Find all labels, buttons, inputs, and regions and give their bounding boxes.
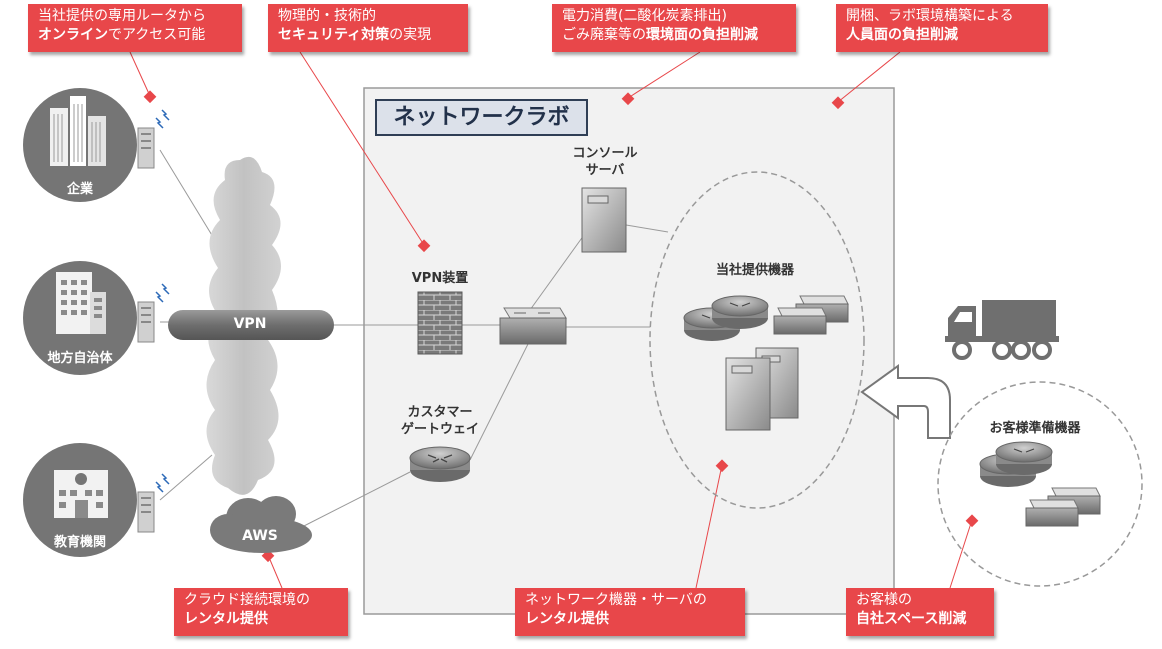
delivery-arrow-icon bbox=[860, 364, 951, 439]
callout-labor-bold: 人員面の負担削減 bbox=[846, 27, 958, 43]
company-label: 企業 bbox=[66, 182, 93, 197]
callout-rental: ネットワーク機器・サーバの レンタル提供 bbox=[515, 588, 745, 636]
customer-equipment-group bbox=[937, 381, 1143, 587]
customer-gateway-label-line1: カスタマー bbox=[407, 405, 473, 420]
callout-environment-line2: ごみ廃棄等の環境面の負担削減 bbox=[562, 26, 796, 45]
customer-gateway-router-icon bbox=[409, 446, 471, 482]
customer-gateway-label-line2: ゲートウェイ bbox=[400, 422, 479, 437]
callout-online-access-rest: でアクセス可能 bbox=[108, 27, 206, 43]
callout-security: 物理的・技術的 セキュリティ対策の実現 bbox=[268, 4, 468, 52]
callout-cloud: クラウド接続環境の レンタル提供 bbox=[174, 588, 348, 636]
callout-online-access-line2: オンラインでアクセス可能 bbox=[38, 26, 242, 45]
callout-security-line2: セキュリティ対策の実現 bbox=[278, 26, 468, 45]
vpn-label: VPN bbox=[233, 316, 267, 332]
education-icon bbox=[23, 443, 137, 557]
callout-security-line1: 物理的・技術的 bbox=[278, 8, 376, 24]
provided-server-icons bbox=[725, 347, 799, 431]
vpn-device-firewall-icon bbox=[417, 291, 463, 355]
callout-rental-bold: レンタル提供 bbox=[525, 611, 609, 627]
callout-cloud-line1: クラウド接続環境の bbox=[184, 592, 310, 608]
provided-switch-icons bbox=[773, 295, 849, 335]
callout-environment-pre: ごみ廃棄等の bbox=[562, 27, 646, 43]
education-label: 教育機関 bbox=[53, 535, 106, 550]
callout-environment-bold: 環境面の負担削減 bbox=[646, 27, 758, 43]
site-router-icons bbox=[137, 109, 170, 533]
console-server-label: コンソール サーバ bbox=[555, 145, 655, 179]
callout-rental-line2: レンタル提供 bbox=[525, 610, 745, 629]
core-switch-icon bbox=[499, 307, 567, 345]
company-icon bbox=[23, 88, 137, 202]
delivery-truck-icon bbox=[945, 300, 1059, 360]
callout-online-access-line1: 当社提供の専用ルータから bbox=[38, 8, 206, 24]
customer-equipment-label: お客様準備機器 bbox=[989, 421, 1081, 436]
callout-online-access: 当社提供の専用ルータから オンラインでアクセス可能 bbox=[28, 4, 242, 52]
callout-space: お客様の 自社スペース削減 bbox=[846, 588, 994, 636]
callout-environment: 電力消費(二酸化炭素排出) ごみ廃棄等の環境面の負担削減 bbox=[552, 4, 796, 52]
callout-labor: 開梱、ラボ環境構築による 人員面の負担削減 bbox=[836, 4, 1048, 52]
local-government-label: 地方自治体 bbox=[47, 351, 113, 366]
callout-space-line1: お客様の bbox=[856, 592, 912, 608]
customer-gateway-label: カスタマー ゲートウェイ bbox=[388, 404, 492, 438]
callout-security-bold: セキュリティ対策 bbox=[278, 27, 390, 43]
callout-security-rest: の実現 bbox=[389, 27, 432, 43]
callout-labor-line1: 開梱、ラボ環境構築による bbox=[846, 8, 1014, 24]
vpn-device-label: VPN装置 bbox=[411, 271, 469, 286]
callout-online-access-bold: オンライン bbox=[38, 27, 108, 43]
callout-cloud-bold: レンタル提供 bbox=[184, 611, 268, 627]
callout-space-bold: 自社スペース削減 bbox=[856, 611, 967, 627]
customer-router-icons bbox=[979, 441, 1053, 487]
callout-pointers bbox=[129, 51, 973, 589]
callout-labor-line2: 人員面の負担削減 bbox=[846, 26, 1048, 45]
provided-router-icons bbox=[683, 295, 769, 341]
console-server-label-line2: サーバ bbox=[585, 163, 625, 178]
provided-equipment-label: 当社提供機器 bbox=[715, 263, 794, 278]
callout-rental-line1: ネットワーク機器・サーバの bbox=[525, 592, 707, 608]
network-lab-title: ネットワークラボ bbox=[375, 99, 588, 136]
vpn-tunnel-shape bbox=[168, 310, 334, 340]
console-server-icon bbox=[581, 187, 627, 253]
provided-equipment-group bbox=[649, 171, 865, 509]
callout-cloud-line2: レンタル提供 bbox=[184, 610, 348, 629]
console-server-label-line1: コンソール bbox=[572, 146, 638, 161]
aws-cloud-shape bbox=[210, 496, 312, 553]
callout-environment-line1: 電力消費(二酸化炭素排出) bbox=[562, 8, 727, 24]
callout-space-line2: 自社スペース削減 bbox=[856, 610, 994, 629]
local-government-icon bbox=[23, 261, 137, 375]
aws-label: AWS bbox=[242, 528, 278, 544]
customer-switch-icons bbox=[1025, 487, 1101, 527]
